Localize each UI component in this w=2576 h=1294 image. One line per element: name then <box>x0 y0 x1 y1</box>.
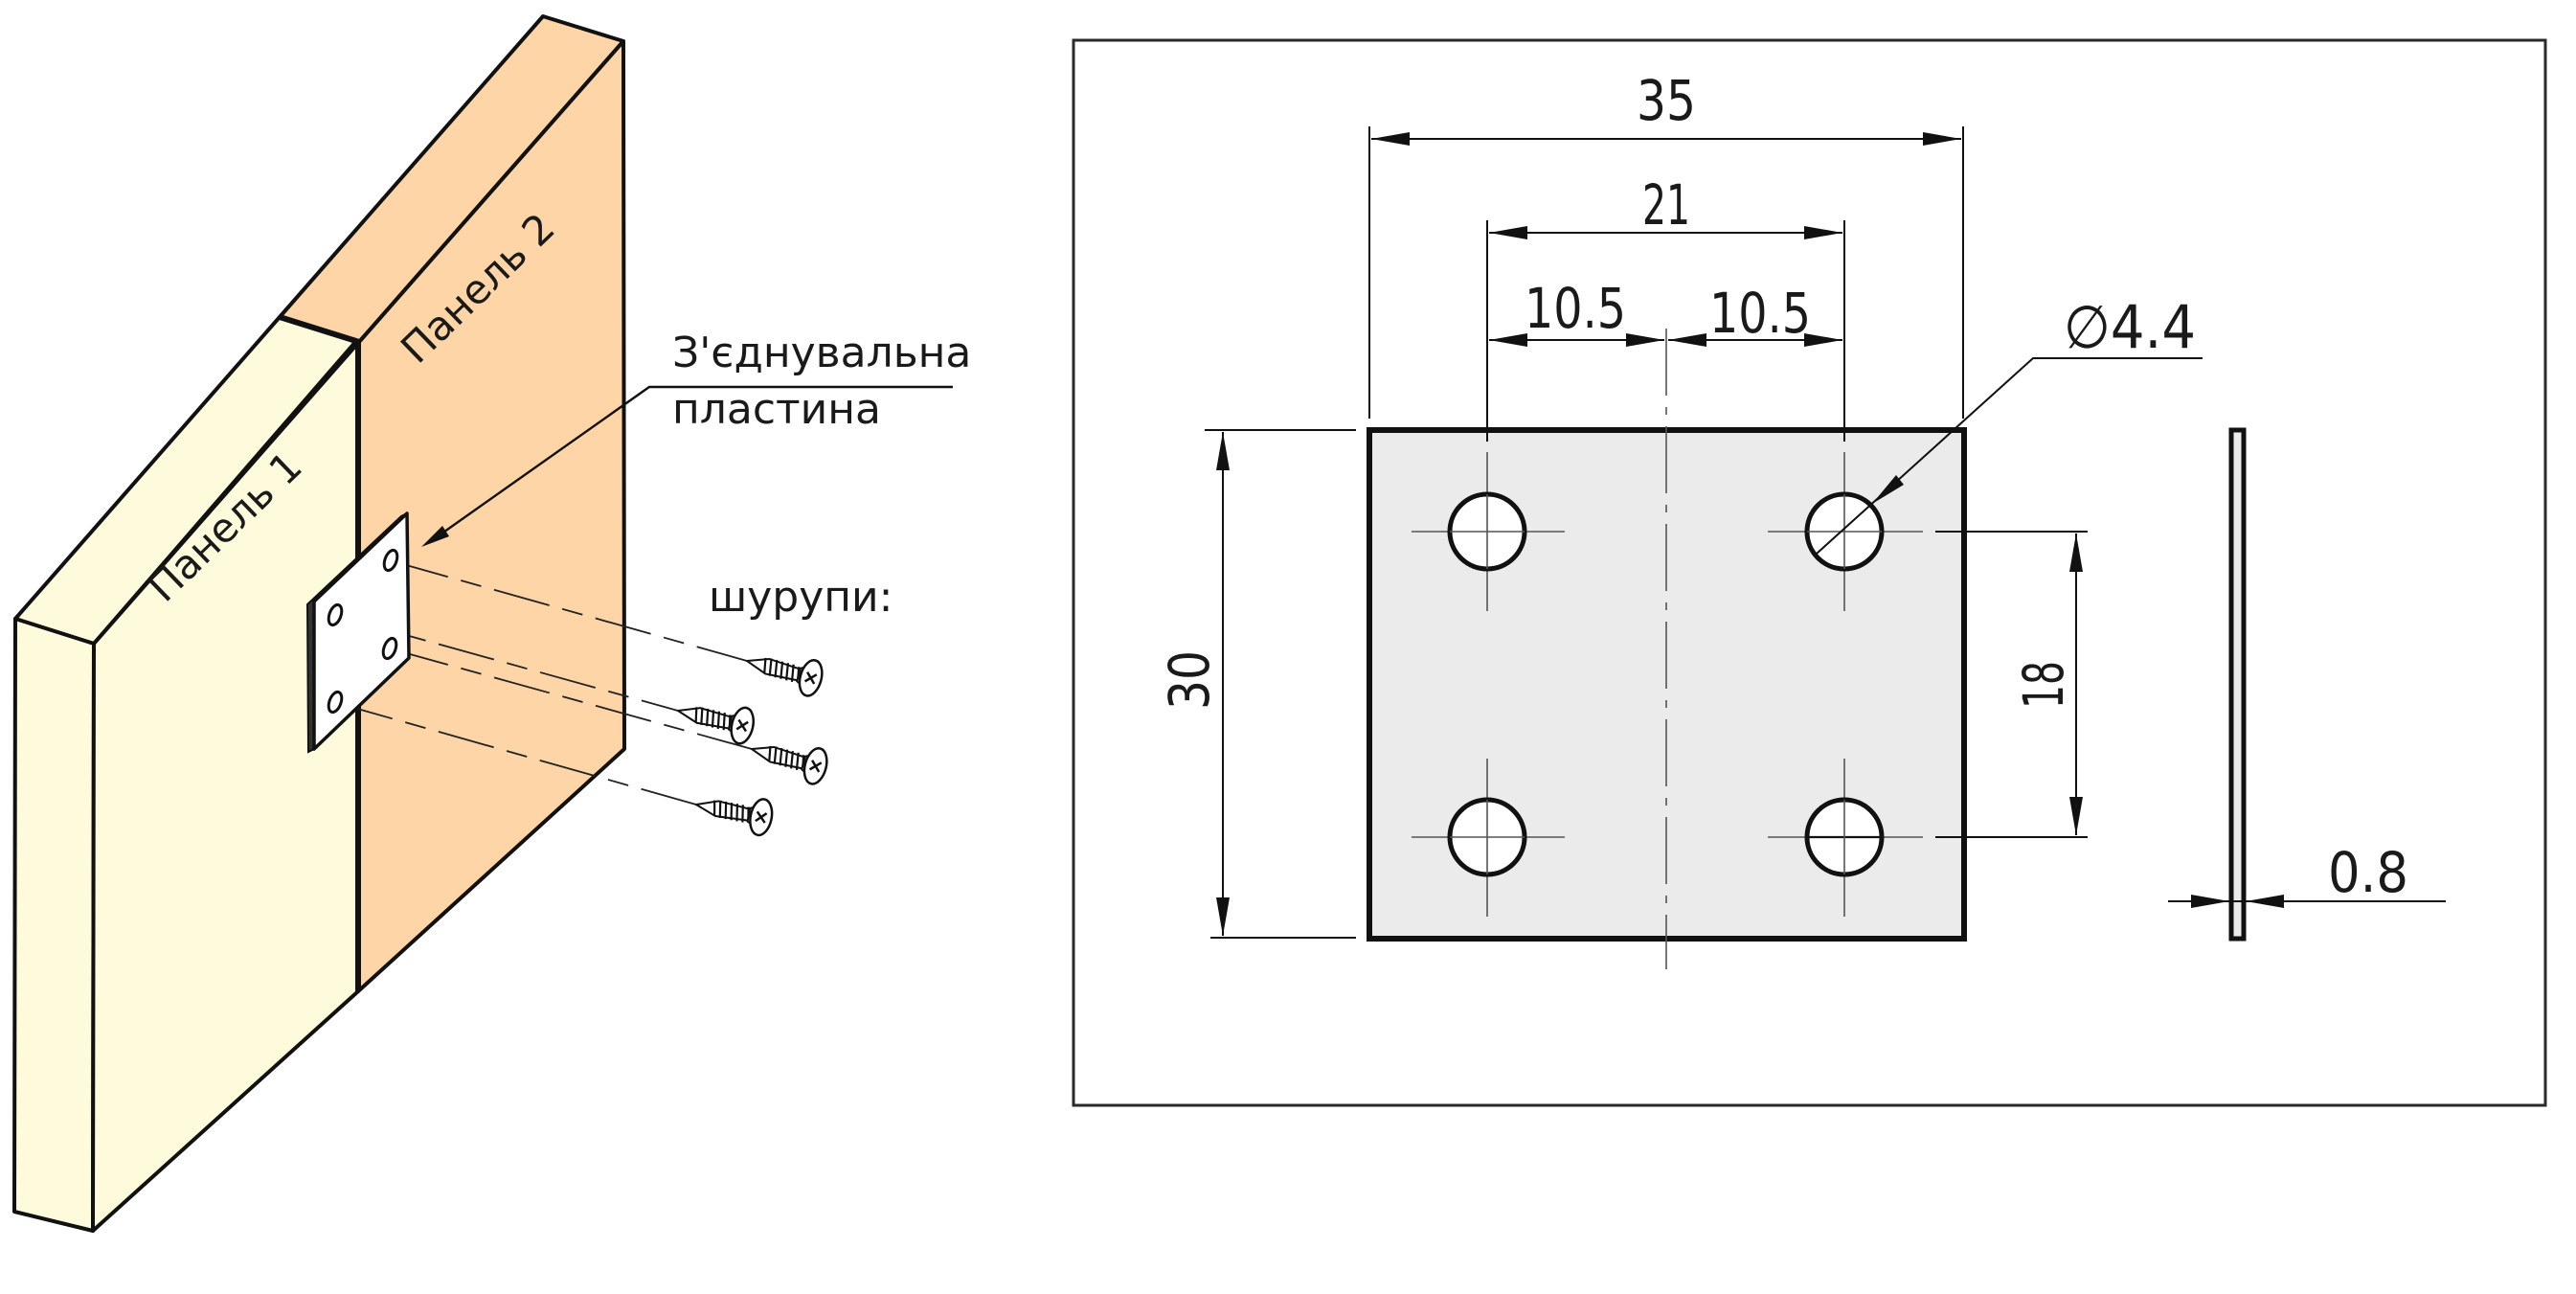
extension-lines <box>1205 126 2088 939</box>
screws-label: шурупи: <box>709 573 893 622</box>
screw <box>691 785 777 839</box>
plate-hole <box>382 548 399 573</box>
screw <box>672 692 758 747</box>
dimension-width: 35 <box>1371 68 1961 146</box>
dimension-hole-spacing-value: 21 <box>1642 172 1690 238</box>
dimension-thickness-value: 0.8 <box>2328 840 2408 905</box>
plate-side-view <box>2228 427 2247 942</box>
plate-label-line2: пластина <box>672 385 881 434</box>
dimension-vertical-spacing-value: 18 <box>2011 661 2076 709</box>
panel-1-side-face <box>12 617 96 1233</box>
screw <box>745 730 832 788</box>
dimension-height-value: 30 <box>1157 650 1222 710</box>
connecting-plate <box>305 511 411 754</box>
dimension-hole-diameter-value: ∅4.4 <box>2064 292 2196 362</box>
dimension-hole-spacing-horizontal: 21 <box>1489 172 1842 239</box>
plate-hole <box>327 690 344 715</box>
dimension-thickness: 0.8 <box>2168 840 2446 908</box>
assembly-guide-lines <box>336 560 753 806</box>
dimension-height: 30 <box>1157 432 1230 936</box>
callout-leader <box>430 385 953 542</box>
plate-face <box>312 511 411 751</box>
plate-hole <box>327 602 344 627</box>
technical-drawing: 35 21 10.5 10.5 ∅4.4 30 18 <box>1072 38 2547 1107</box>
leader-arrowhead-icon <box>1872 475 1904 504</box>
panel-top-seam <box>279 314 360 345</box>
dimension-width-value: 35 <box>1637 68 1696 133</box>
plate-hole <box>381 636 398 661</box>
screw <box>740 642 827 700</box>
dimension-half-spacing-right-value: 10.5 <box>1709 281 1811 346</box>
dimension-half-spacing-left-value: 10.5 <box>1525 276 1626 341</box>
dimension-hole-spacing-vertical: 18 <box>2011 533 2083 835</box>
dimension-hole-diameter: ∅4.4 <box>1816 292 2203 555</box>
panel-1 <box>12 315 360 1233</box>
plate-callout: З'єднувальна пластина <box>421 329 971 547</box>
dimension-half-spacing: 10.5 10.5 <box>1489 276 1842 347</box>
isometric-view: Панель 1 Панель 2 З'єднувальна пластина … <box>12 14 971 1233</box>
plate-label-line1: З'єднувальна <box>672 329 971 377</box>
callout-arrowhead-icon <box>421 526 449 547</box>
